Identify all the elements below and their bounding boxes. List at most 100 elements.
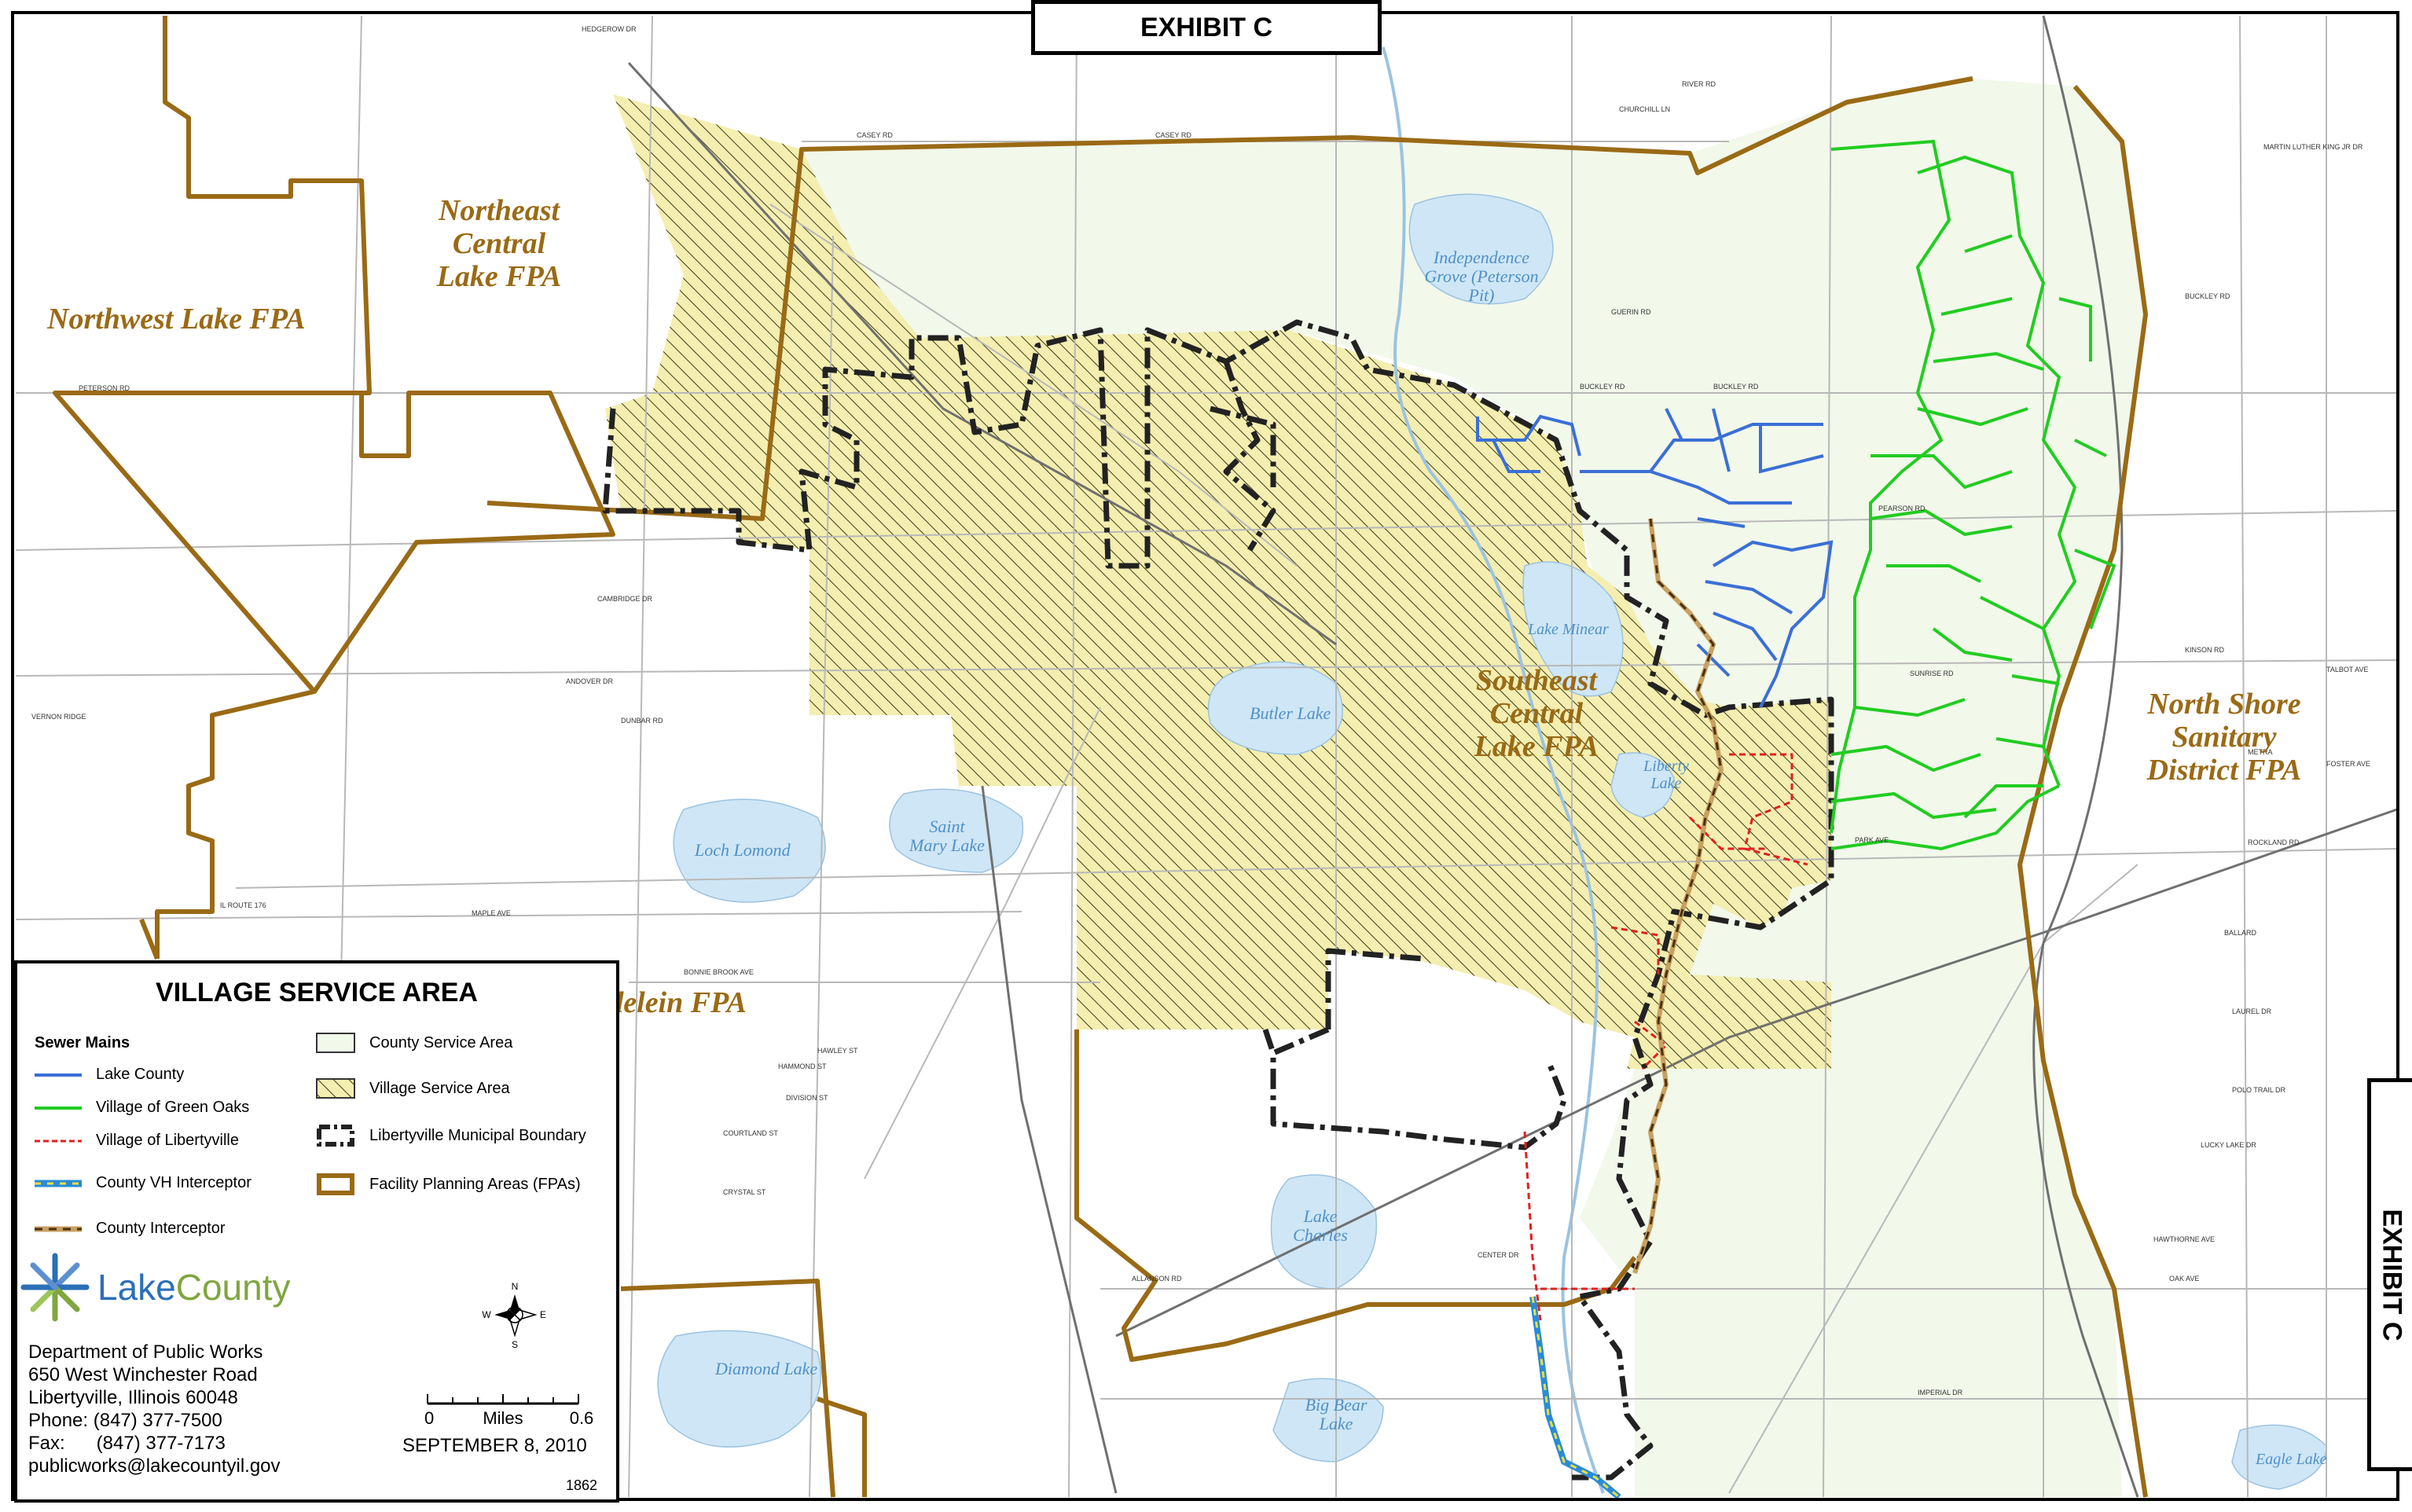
- svg-text:KINSON RD: KINSON RD: [2185, 646, 2225, 654]
- fpa-label-north-shore: North Shore Sanitary District FPA: [2122, 688, 2326, 787]
- svg-text:CENTER DR: CENTER DR: [1478, 1251, 1519, 1259]
- fpa-boundary-mundelein: [139, 918, 160, 960]
- legend-swatch-village-service-area: [316, 1078, 355, 1099]
- svg-text:PETERSON RD: PETERSON RD: [79, 384, 130, 392]
- legend-title: VILLAGE SERVICE AREA: [156, 978, 478, 1007]
- butler-lake: [1207, 661, 1343, 755]
- legend-label: Village Service Area: [369, 1079, 510, 1097]
- water-label-diamond: Diamond Lake: [715, 1359, 818, 1378]
- water-label-line: Big Bear: [1305, 1395, 1368, 1415]
- svg-text:HAWTHORNE AVE: HAWTHORNE AVE: [2153, 1235, 2215, 1243]
- fpa-label-line: Southeast: [1475, 664, 1598, 697]
- legend-item-fpa: Facility Planning Areas (FPAs): [316, 1173, 581, 1196]
- libertyville-municipal-boundary: [602, 319, 1834, 1481]
- legend-item-county-vh-interceptor: County VH Interceptor: [35, 1174, 251, 1192]
- legend-item-county-service-area: County Service Area: [316, 1033, 512, 1053]
- sewer-county-interceptor-dash: [1633, 518, 1723, 1274]
- fpa-boundary-northwest: [53, 16, 372, 959]
- legend-swatch-municipal-boundary: [317, 1125, 354, 1147]
- fpa-label-northwest: Northwest Lake FPA: [47, 303, 306, 336]
- svg-text:BALLARD: BALLARD: [2224, 929, 2257, 937]
- north-arrow: N S E W: [479, 1279, 550, 1354]
- compass-w: W: [482, 1309, 491, 1320]
- legend-swatch-libertyville: [35, 1140, 82, 1142]
- river: [1382, 46, 1605, 1494]
- address-line: publicworks@lakecountyil.gov: [28, 1455, 281, 1477]
- legend-swatch-lake-county: [35, 1073, 82, 1077]
- road-network: [15, 15, 2398, 1498]
- water-label-line: Mary Lake: [909, 835, 985, 856]
- svg-text:POLO TRAIL DR: POLO TRAIL DR: [2232, 1086, 2286, 1094]
- svg-text:HEDGEROW DR: HEDGEROW DR: [582, 25, 637, 33]
- lake-charles: [1270, 1174, 1378, 1290]
- svg-text:SUNRISE RD: SUNRISE RD: [1910, 670, 1954, 677]
- compass-n: N: [512, 1281, 519, 1292]
- independence-grove-lake: [1408, 193, 1554, 305]
- logo-word-lake: Lake: [97, 1267, 176, 1308]
- water-label-eagle: Eagle Lake: [2256, 1451, 2327, 1468]
- svg-text:BUCKLEY RD: BUCKLEY RD: [2185, 292, 2230, 300]
- scale-bar-graphic: 0 Miles 0.6: [424, 1394, 593, 1428]
- legend-swatch-county-service-area: [316, 1033, 355, 1053]
- fpa-label-line: Lake FPA: [1474, 729, 1599, 763]
- water-label-line: Grove (Peterson: [1424, 266, 1539, 287]
- svg-text:OAK AVE: OAK AVE: [2169, 1275, 2199, 1283]
- fpa-label-line: Sanitary: [2172, 720, 2277, 754]
- county-service-area: [802, 79, 2146, 1497]
- svg-text:VERNON RIDGE: VERNON RIDGE: [31, 713, 86, 721]
- legend-label: Lake County: [96, 1066, 185, 1083]
- water-label-line: Charles: [1293, 1225, 1348, 1246]
- water-label-line: Lake: [1319, 1414, 1353, 1434]
- svg-text:BUCKLEY RD: BUCKLEY RD: [1713, 383, 1759, 391]
- fpa-label-line: District FPA: [2146, 753, 2302, 787]
- legend-panel: VILLAGE SERVICE AREA Sewer Mains Lake Co…: [14, 960, 619, 1503]
- fpa-label-line: Central: [1489, 696, 1584, 730]
- svg-text:PEARSON RD: PEARSON RD: [1878, 505, 1926, 512]
- water-label-saint-mary: Saint Mary Lake: [904, 817, 990, 855]
- legend-label: Village of Libertyville: [96, 1132, 239, 1149]
- scale-unit: Miles: [483, 1408, 523, 1428]
- address-line: Department of Public Works: [28, 1341, 263, 1363]
- compass-rose-icon: N S E W: [482, 1281, 546, 1350]
- svg-text:RIVER RD: RIVER RD: [1682, 80, 1716, 88]
- sewer-county-vh-interceptor: [1529, 1296, 1621, 1500]
- exhibit-label-text: EXHIBIT C: [1140, 12, 1273, 42]
- legend-label: Facility Planning Areas (FPAs): [369, 1175, 581, 1193]
- loch-lomond: [673, 798, 826, 903]
- svg-text:MAPLE AVE: MAPLE AVE: [472, 909, 511, 917]
- map-number: 1862: [566, 1477, 598, 1493]
- svg-text:ROCKLAND RD: ROCKLAND RD: [2248, 839, 2300, 846]
- exhibit-label-text: EXHIBIT C: [2377, 1208, 2407, 1341]
- fpa-boundary-southwest: [620, 1279, 867, 1498]
- fpa-label-line: Central: [452, 226, 546, 260]
- legend-item-lake-county: Lake County: [35, 1066, 184, 1084]
- svg-text:BUCKLEY RD: BUCKLEY RD: [1580, 383, 1625, 391]
- svg-text:FOSTER AVE: FOSTER AVE: [2326, 760, 2370, 768]
- svg-text:DUNBAR RD: DUNBAR RD: [621, 717, 663, 725]
- legend-item-county-interceptor: County Interceptor: [35, 1220, 226, 1238]
- water-bodies: [657, 46, 2327, 1494]
- svg-text:IMPERIAL DR: IMPERIAL DR: [1918, 1389, 1963, 1396]
- lake-county-logo: LakeCounty: [17, 1250, 291, 1325]
- legend-item-libertyville: Village of Libertyville: [35, 1132, 239, 1150]
- water-label-lake-minear: Lake Minear: [1528, 621, 1609, 638]
- svg-text:GUERIN RD: GUERIN RD: [1611, 308, 1651, 316]
- svg-text:BONNIE BROOK AVE: BONNIE BROOK AVE: [684, 968, 754, 976]
- legend-swatch-county-interceptor: [35, 1226, 82, 1231]
- lake-minear: [1522, 561, 1624, 697]
- svg-text:COURTLAND ST: COURTLAND ST: [723, 1129, 778, 1137]
- lake-county-logo-text: LakeCounty: [97, 1266, 291, 1308]
- legend-label: County Interceptor: [96, 1220, 226, 1237]
- legend-label: County Service Area: [369, 1033, 513, 1051]
- water-label-line: Independence: [1433, 248, 1530, 267]
- water-label-liberty: Liberty Lake: [1635, 758, 1698, 792]
- legend-label: Village of Green Oaks: [96, 1099, 250, 1116]
- svg-text:LAUREL DR: LAUREL DR: [2232, 1007, 2272, 1015]
- fpa-label-line: North Shore: [2147, 688, 2301, 721]
- village-service-area: [605, 94, 1831, 1069]
- water-label-butler: Butler Lake: [1250, 703, 1331, 723]
- fpa-line-northwest-interior: [55, 391, 615, 693]
- address-line: 650 West Winchester Road: [28, 1364, 258, 1385]
- liberty-lake: [1610, 752, 1675, 818]
